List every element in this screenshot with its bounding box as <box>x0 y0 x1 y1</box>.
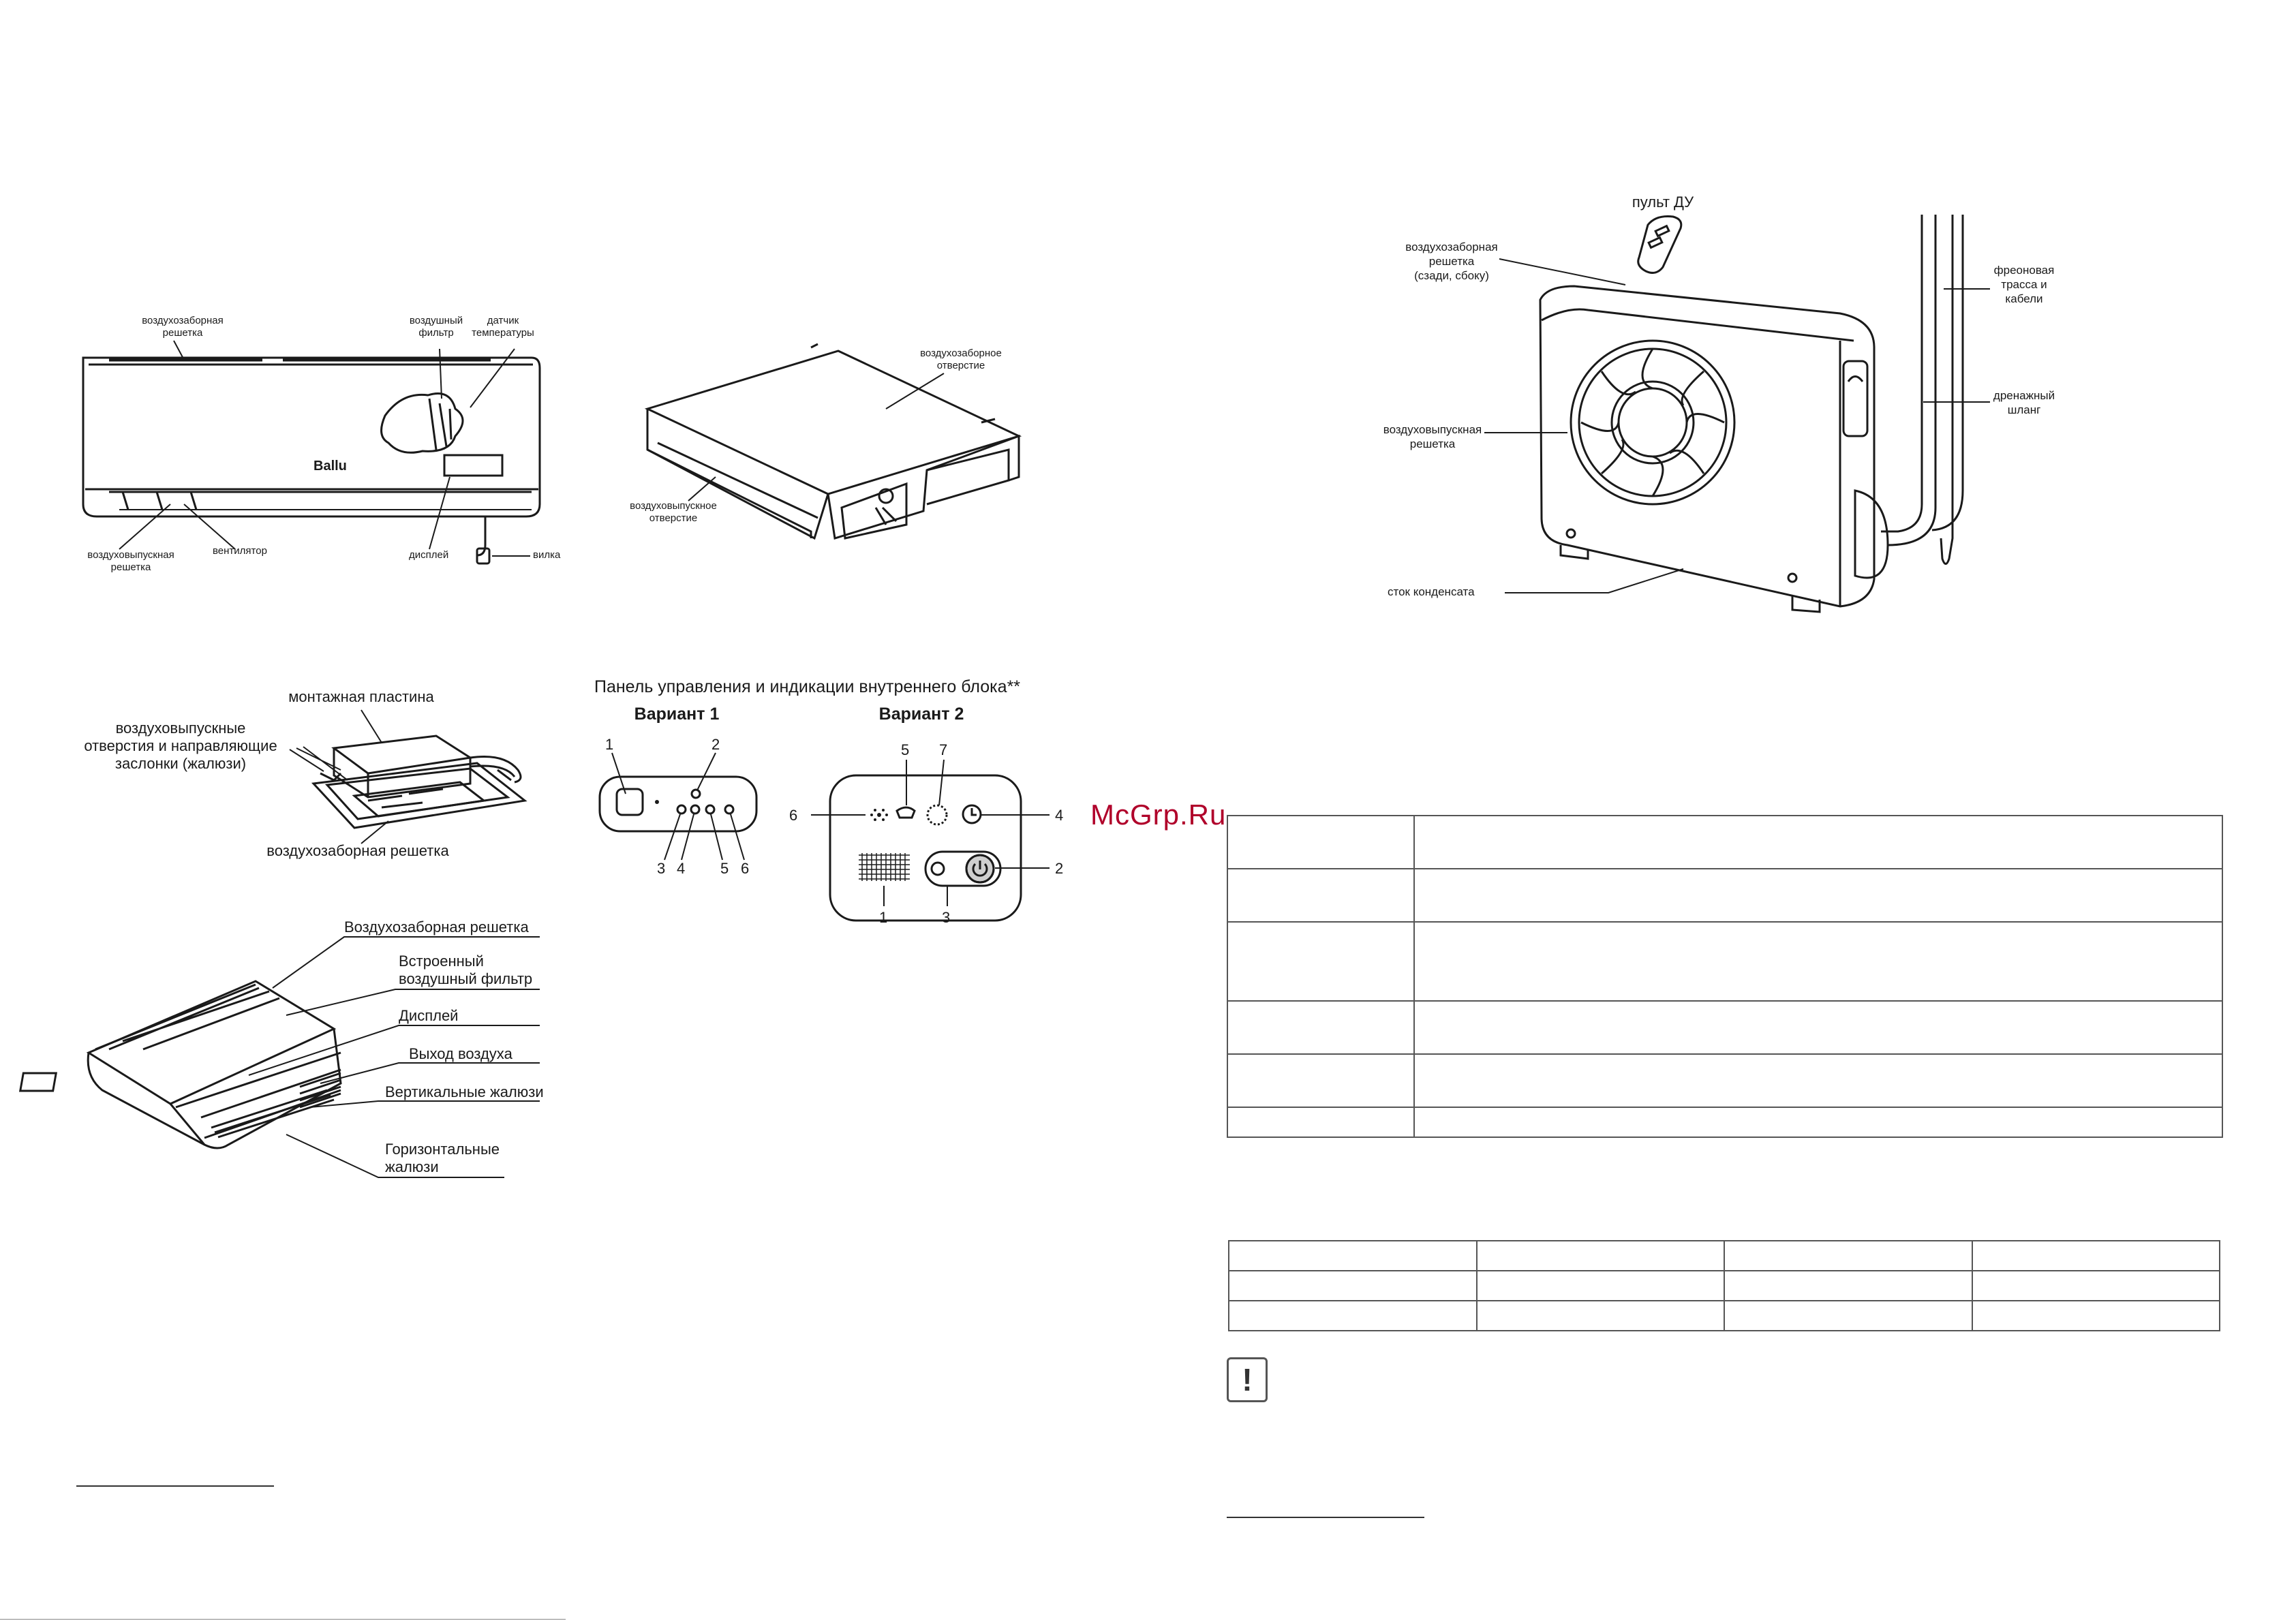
spec-table-main <box>1227 815 2223 1138</box>
label-fc-display: Дисплей <box>399 1007 459 1024</box>
label-intake-grille: воздухозаборная решетка <box>142 315 224 339</box>
table-cell <box>1228 1270 1478 1301</box>
table-cell <box>1413 868 2223 923</box>
label-condensate-drain: сток конденсата <box>1388 585 1475 598</box>
table-cell <box>1724 1270 1973 1301</box>
label-plug: вилка <box>533 549 561 561</box>
table-cell <box>1227 921 1415 1002</box>
table-row <box>1227 868 2223 923</box>
v1-num-4: 4 <box>677 860 686 877</box>
variant2-title: Вариант 2 <box>878 705 964 724</box>
watermark: McGrp.Ru <box>1090 799 1227 831</box>
v2-num-7: 7 <box>939 741 948 758</box>
label-display: дисплей <box>409 549 449 561</box>
table-row <box>1228 1300 2220 1331</box>
label-outlet-grille: воздуховыпускная решетка <box>87 549 174 573</box>
v2-num-1: 1 <box>879 909 888 926</box>
page-bottom-rule <box>0 1619 566 1620</box>
v1-num-6: 6 <box>741 860 750 877</box>
label-intake-opening: воздухозаборное отверстие <box>920 347 1002 371</box>
footnote-rule-right <box>1227 1517 1424 1518</box>
table-cell <box>1413 1053 2223 1108</box>
v1-num-3: 3 <box>657 860 666 877</box>
label-remote: пульт ДУ <box>1632 194 1694 211</box>
v1-num-5: 5 <box>720 860 729 877</box>
footnote-rule-left <box>76 1485 274 1487</box>
label-temp-sensor: датчик температуры <box>472 315 534 339</box>
v2-num-2: 2 <box>1055 860 1064 877</box>
label-outlets-louvers: воздуховыпускные отверстия и направляющи… <box>84 720 277 772</box>
label-air-filter: воздушный фильтр <box>409 315 463 339</box>
table-cell <box>1227 1053 1415 1108</box>
table-row <box>1228 1270 2220 1301</box>
table-row <box>1227 1107 2223 1138</box>
label-outdoor-outlet-grille: воздуховыпускная решетка <box>1383 423 1482 450</box>
label-fc-intake-grille: Воздухозаборная решетка <box>344 918 529 936</box>
table-cell <box>1228 1240 1478 1271</box>
control-panel-title: Панель управления и индикации внутреннег… <box>594 677 1021 696</box>
table-cell <box>1971 1300 2220 1331</box>
table-row <box>1227 921 2223 1002</box>
v2-num-4: 4 <box>1055 807 1064 824</box>
v1-num-1: 1 <box>605 736 614 753</box>
table-cell <box>1227 1107 1415 1138</box>
label-fan: вентилятор <box>213 545 267 557</box>
table-cell <box>1971 1270 2220 1301</box>
label-fc-air-outlet: Выход воздуха <box>409 1045 512 1062</box>
table-cell <box>1227 868 1415 923</box>
label-drain-hose: дренажный шланг <box>1993 389 2055 416</box>
table-row <box>1227 1000 2223 1055</box>
label-fc-vertical-louvers: Вертикальные жалюзи <box>385 1083 544 1100</box>
label-outdoor-intake-grille: воздухозаборная решетка (сзади, сбоку) <box>1405 241 1498 282</box>
table-row <box>1227 815 2223 869</box>
label-mounting-plate: монтажная пластина <box>288 688 434 705</box>
warning-icon: ! <box>1227 1357 1268 1402</box>
table-cell <box>1228 1300 1478 1331</box>
v2-num-5: 5 <box>901 741 910 758</box>
variant1-title: Вариант 1 <box>634 705 720 724</box>
table-cell <box>1413 815 2223 869</box>
table-cell <box>1475 1240 1725 1271</box>
v2-num-3: 3 <box>942 909 951 926</box>
table-row <box>1227 1053 2223 1108</box>
v2-num-6: 6 <box>789 807 798 824</box>
label-outlet-opening: воздуховыпускное отверстие <box>630 500 717 524</box>
table-cell <box>1413 921 2223 1002</box>
label-freon-line: фреоновая трасса и кабели <box>1993 264 2055 305</box>
table-cell <box>1724 1300 1973 1331</box>
brand-logo: Ballu <box>313 459 347 474</box>
table-cell <box>1475 1300 1725 1331</box>
label-fc-built-in-filter: Встроенный воздушный фильтр <box>399 953 533 987</box>
label-fc-horizontal-louvers: Горизонтальные жалюзи <box>385 1141 500 1175</box>
table-cell <box>1971 1240 2220 1271</box>
v1-num-2: 2 <box>711 736 720 753</box>
table-cell <box>1227 815 1415 869</box>
table-cell <box>1227 1000 1415 1055</box>
label-cassette-intake-grille: воздухозаборная решетка <box>266 842 449 859</box>
table-cell <box>1724 1240 1973 1271</box>
table-cell <box>1475 1270 1725 1301</box>
table-cell <box>1413 1107 2223 1138</box>
spec-table-secondary <box>1228 1240 2220 1331</box>
table-row <box>1228 1240 2220 1271</box>
table-cell <box>1413 1000 2223 1055</box>
